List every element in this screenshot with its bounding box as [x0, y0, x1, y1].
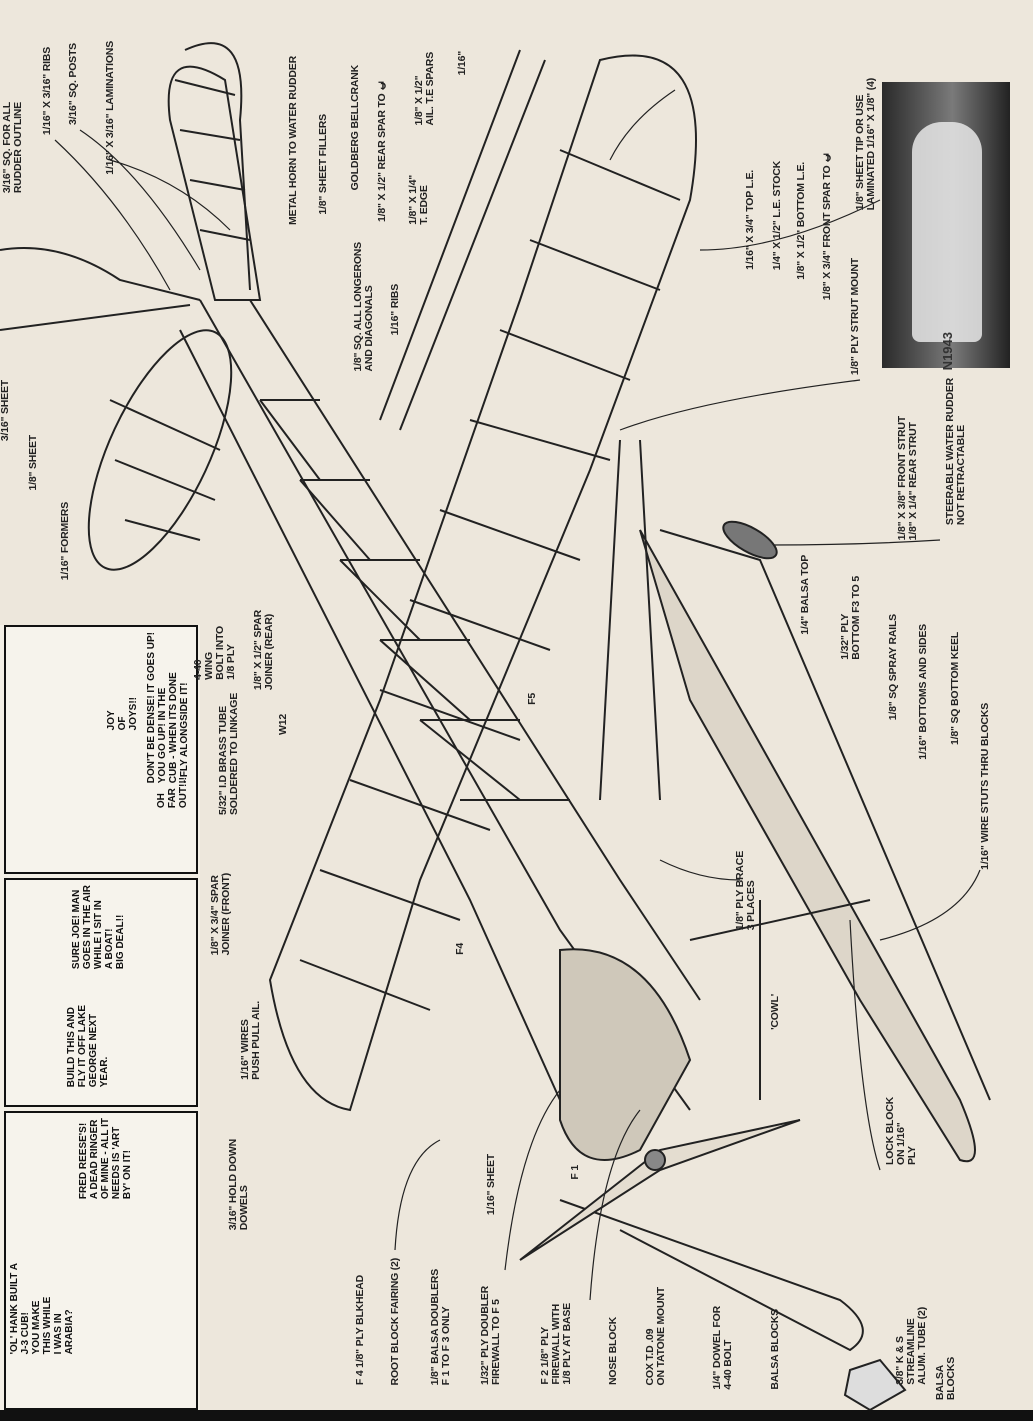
- label-ply-bottom: 1/32" PLY BOTTOM F3 TO 5: [839, 576, 862, 660]
- label-formers: 1/16" FORMERS: [59, 501, 71, 580]
- label-dowel: 1/4" DOWEL FOR 4-40 BOLT: [711, 1306, 734, 1390]
- label-balsa-doublers: 1/8" BALSA DOUBLERS F 1 TO F 3 ONLY: [429, 1268, 452, 1385]
- label-ribs: 1/16" RIBS: [389, 283, 401, 335]
- label-1-16: 1/16": [456, 50, 468, 75]
- label-laminations: 1/16" X 3/16" LAMINATIONS: [104, 41, 116, 175]
- label-streamline-tube: 3/8" K & S STREAMLINE ALUM. TUBE (2): [894, 1307, 928, 1385]
- speech-bubble: DON'T BE DENSE! IT GOES UP! YOU GO UP! I…: [146, 632, 190, 784]
- rudder-frame: [0, 42, 262, 331]
- label-brass-tube: 5/32" I.D BRASS TUBE SOLDERED TO LINKAGE: [217, 692, 240, 815]
- label-le-stock: 1/4" X 1/2" L.E. STOCK: [771, 160, 783, 270]
- label-f4-bulkhead: F 4 1/8" PLY BLKHEAD: [354, 1274, 366, 1385]
- label-1-16-sheet: 1/16" SHEET: [485, 1153, 497, 1215]
- label-1-8-sheet: 1/8" SHEET: [27, 434, 39, 491]
- label-nose-block: NOSE BLOCK: [607, 1316, 619, 1385]
- label-bellcrank: GOLDBERG BELLCRANK: [349, 64, 361, 190]
- label-rear-spar: 1/8" X 1/2" REAR SPAR TO ℄: [376, 79, 388, 222]
- label-cowl: 'COWL': [769, 994, 781, 1030]
- speech-bubble: 'OL' HANK BUILT A J-3 CUB! YOU MAKE THIS…: [9, 1263, 75, 1355]
- label-bottom-keel: 1/8" SQ BOTTOM KEEL: [949, 631, 961, 745]
- comic-strip: OH FAR OUT!!! JOY OF JOYS!! DON'T BE DEN…: [0, 625, 200, 1410]
- speech-bubble: BUILD THIS AND FLY IT OFF LAKE GEORGE NE…: [66, 1005, 110, 1088]
- comic-panel-1: 'OL' HANK BUILT A J-3 CUB! YOU MAKE THIS…: [4, 1111, 198, 1410]
- fuselage-frame: [179, 299, 701, 1161]
- label-f2-firewall: F 2 1/8" PLY FIREWALL WITH 1/8 PLY AT BA…: [539, 1303, 573, 1385]
- label-f5: F5: [526, 693, 538, 705]
- speech-bubble: FRED REESE'S! A DEAD RINGER OF MINE - AL…: [78, 1118, 133, 1200]
- label-hold-down-dowels: 3/16" HOLD DOWN DOWELS: [227, 1138, 250, 1230]
- label-balsa-blocks-2: BALSA BLOCKS: [934, 1356, 957, 1400]
- label-spar-joiner-rear: 1/8" X 1/2" SPAR JOINER (REAR): [252, 609, 275, 690]
- water-rudder: [722, 520, 778, 560]
- leader-lines: [54, 89, 981, 1301]
- balsa-block-icon: [843, 1358, 907, 1412]
- label-top-le: 1/16" X 3/4" TOP L.E.: [744, 170, 756, 270]
- speech-bubble: SURE JOE! MAN GOES IN THE AIR WHILE I SI…: [71, 885, 126, 970]
- struts: [599, 439, 871, 1100]
- label-f1: F 1: [569, 1165, 581, 1180]
- label-f4: F4: [454, 943, 466, 955]
- comic-panel-3: OH FAR OUT!!! JOY OF JOYS!! DON'T BE DEN…: [4, 625, 198, 874]
- speech-bubble: JOY OF JOYS!!: [106, 697, 139, 731]
- label-spray-rails: 1/8" SQ SPRAY RAILS: [887, 613, 899, 720]
- label-rudder-ribs: 1/16" X 3/16" RIBS: [41, 46, 53, 135]
- label-root-block-fairing: ROOT BLOCK FAIRING (2): [389, 1257, 401, 1385]
- label-balsa-top: 1/4" BALSA TOP: [799, 555, 811, 635]
- label-water-rudder: STEERABLE WATER RUDDER NOT RETRACTABLE: [944, 377, 967, 525]
- wing-frame: [268, 49, 697, 1112]
- label-trailing-edge: 1/8" X 1/4" T. EDGE: [407, 175, 430, 225]
- label-wire-struts: 1/16" WIRE STUTS THRU BLOCKS: [979, 703, 991, 870]
- propeller: [519, 1119, 801, 1261]
- label-sheet-fillers: 1/8" SHEET FILLERS: [317, 114, 329, 215]
- label-aileron-spars: 1/8" X 1/2" AIL. T.E SPARS: [413, 51, 436, 125]
- photo-plane: [912, 122, 982, 342]
- label-strut-mount: 1/8" PLY STRUT MOUNT: [849, 257, 861, 375]
- label-posts: 3/16" SQ. POSTS: [67, 43, 79, 125]
- label-metal-horn: METAL HORN TO WATER RUDDER: [287, 55, 299, 225]
- stabilizer-frame: [87, 329, 233, 571]
- label-longerons: 1/8" SQ. ALL LONGERONS AND DIAGONALS: [352, 242, 375, 372]
- label-3-16-sheet: 3/16" SHEET: [0, 379, 11, 441]
- label-ply-doubler: 1/32" PLY DOUBLER FIREWALL TO F 5: [479, 1285, 502, 1385]
- label-w12: W12: [277, 714, 289, 735]
- label-front-spar: 1/8" X 3/4" FRONT SPAR TO ℄: [821, 150, 833, 300]
- label-wires-aileron: 1/16" WIRES PUSH PULL AIL.: [239, 1001, 262, 1080]
- label-lock-block: LOCK BLOCK ON 1/16" PLY: [884, 1097, 918, 1165]
- label-bottoms-sides: 1/16" BOTTOMS AND SIDES: [917, 624, 929, 760]
- photo-finished-model: N1943: [882, 82, 1010, 371]
- float-pontoon: [559, 529, 991, 1352]
- label-spar-joiner-front: 1/8" X 3/4" SPAR JOINER (FRONT): [209, 872, 232, 955]
- label-balsa-blocks: BALSA BLOCKS: [769, 1309, 781, 1390]
- label-engine: COX T.D .09 ON TATONE MOUNT: [644, 1286, 667, 1386]
- page-bottom-edge: [0, 1410, 1033, 1421]
- label-struts: 1/8" X 3/8" FRONT STRUT 1/8" X 1/4" REAR…: [896, 415, 919, 540]
- label-ply-brace: 1/8" PLY BRACE 3 PLACES: [734, 850, 757, 930]
- label-rudder-outline: 3/16" SQ. FOR ALL RUDDER OUTLINE: [1, 101, 24, 193]
- label-bottom-le: 1/8" X 1/2" BOTTOM L.E.: [795, 162, 807, 280]
- label-sheet-tip: 1/8" SHEET TIP OR USE LAMINATED 1/16" X …: [854, 77, 877, 210]
- photo-registration: N1943: [940, 332, 955, 371]
- label-wing-bolt: 4-40 WING BOLT INTO 1/8 PLY: [192, 626, 237, 680]
- comic-panel-2: BUILD THIS AND FLY IT OFF LAKE GEORGE NE…: [4, 878, 198, 1107]
